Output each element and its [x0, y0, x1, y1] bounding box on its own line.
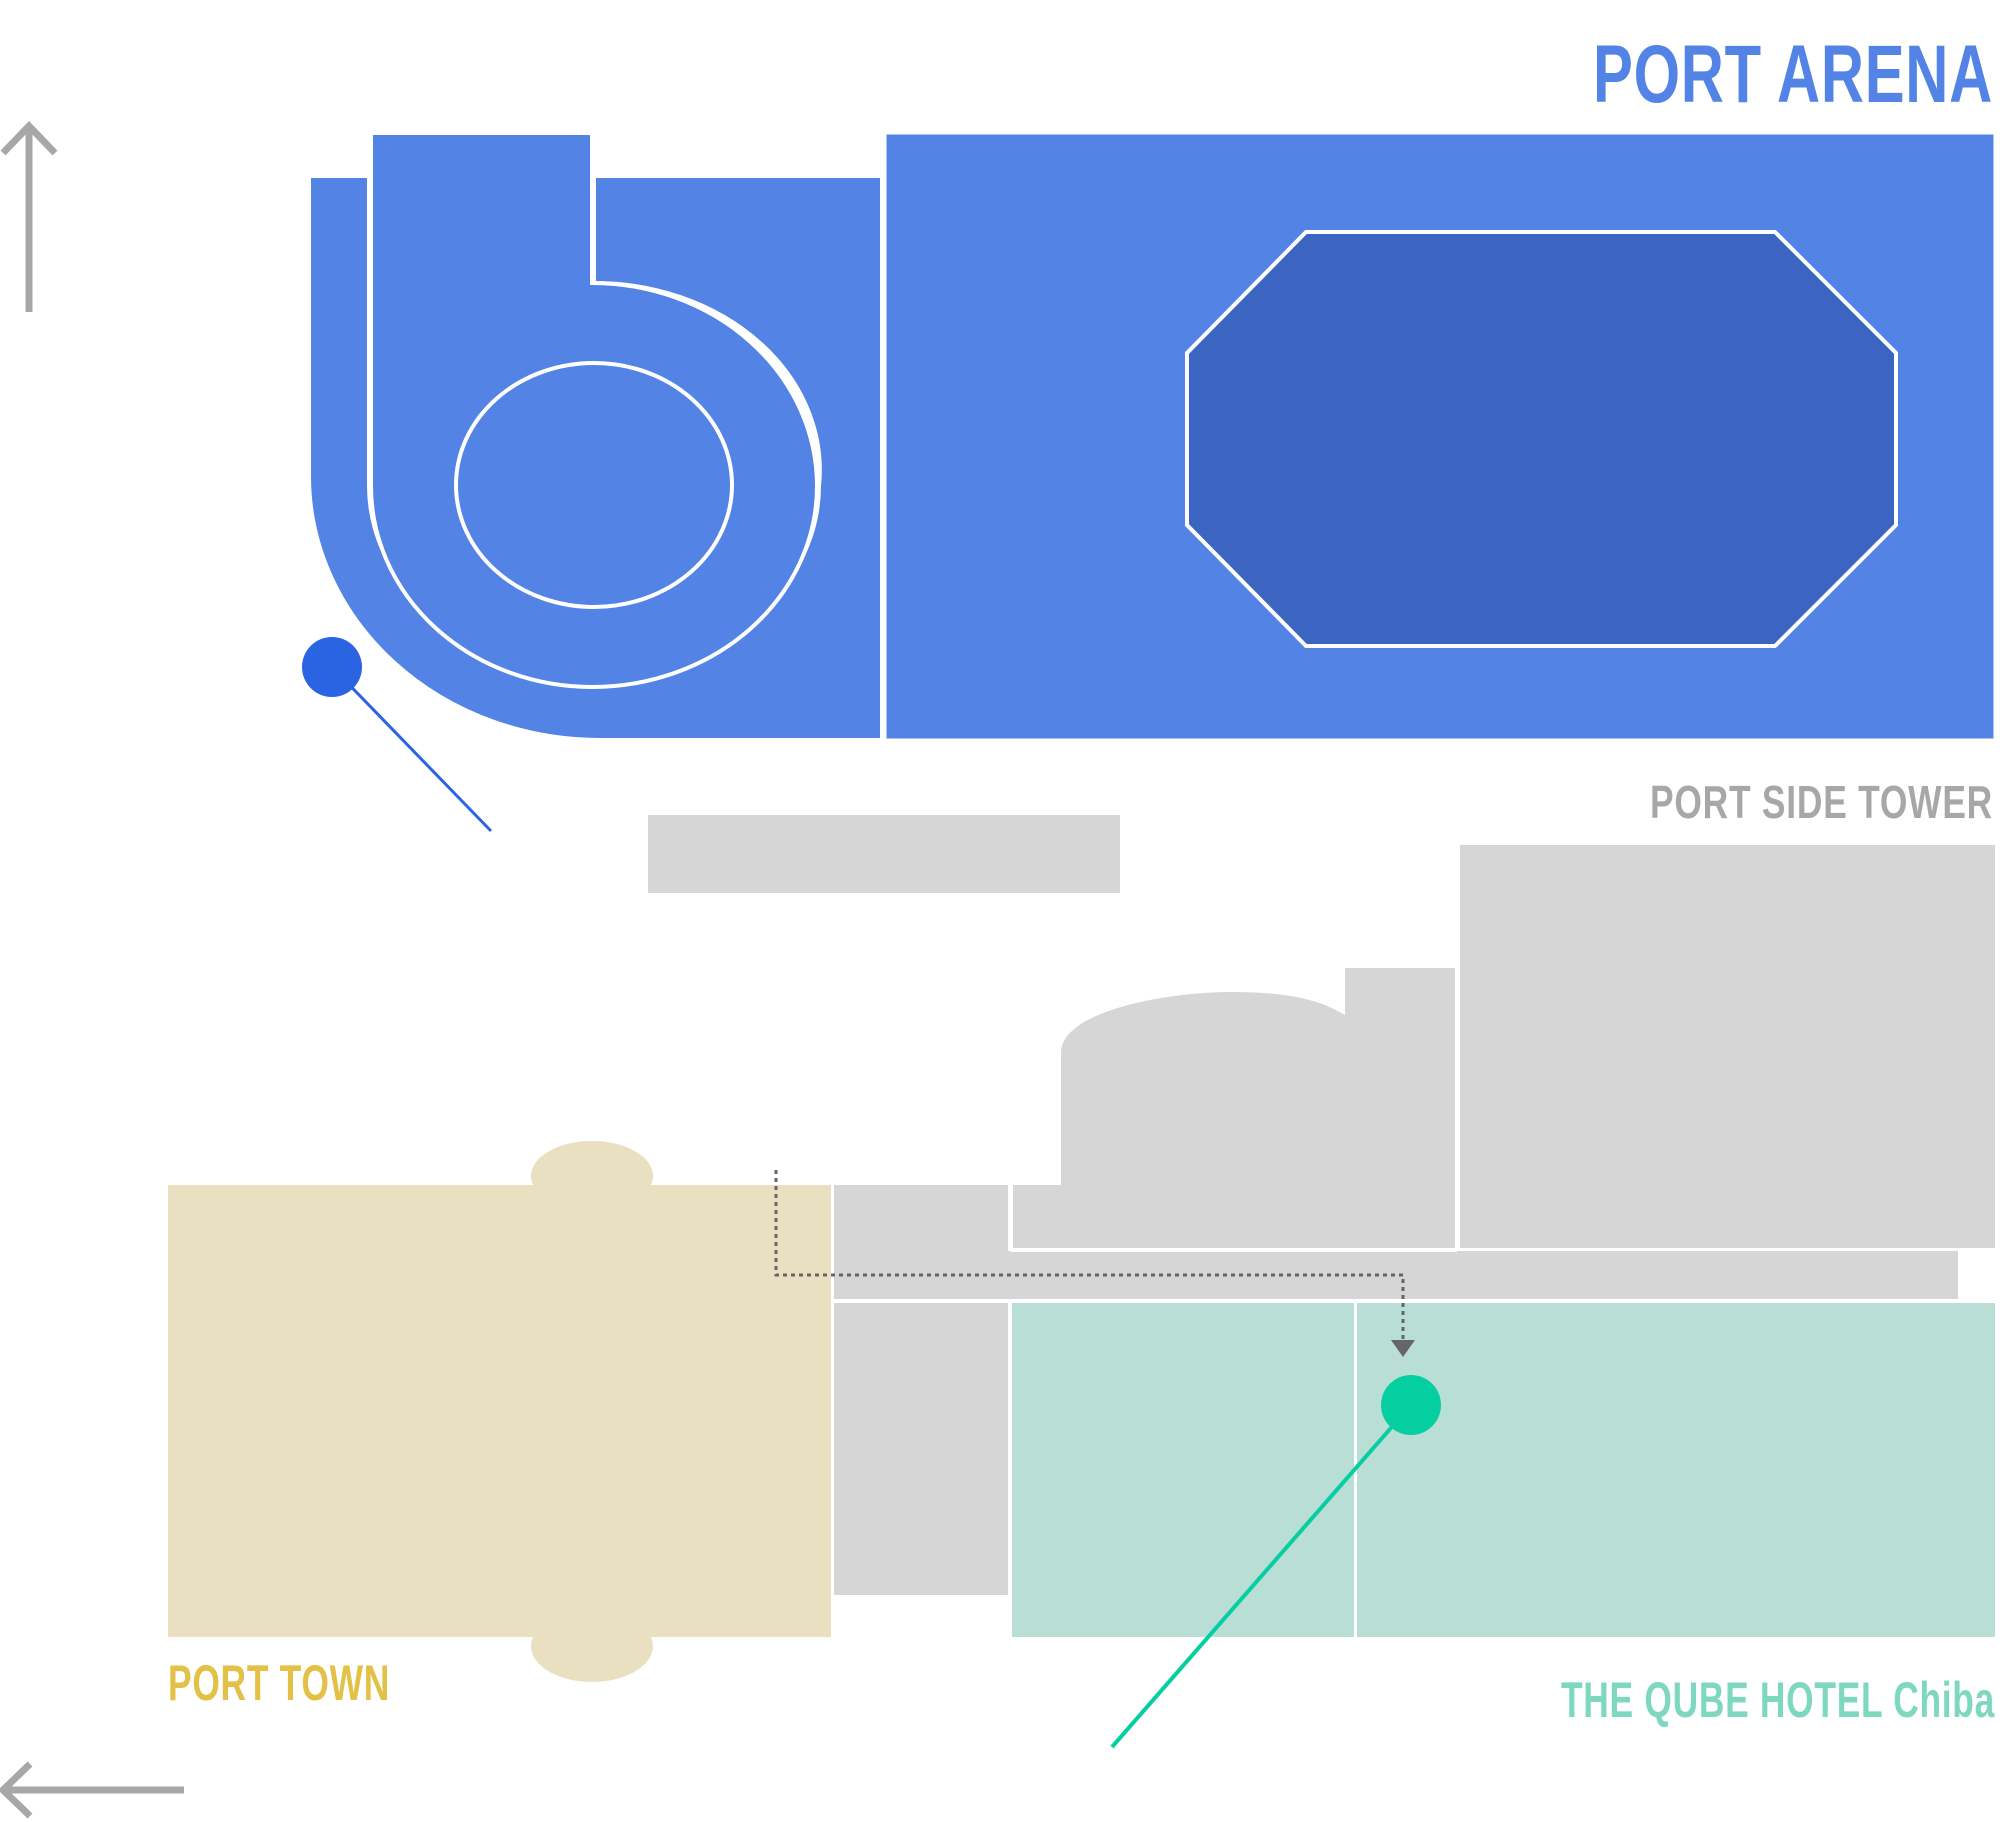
arena-inner-ring — [454, 361, 734, 609]
town-south-bulge — [531, 1610, 653, 1682]
arena-court — [1185, 230, 1898, 648]
town-north-bulge — [531, 1141, 653, 1211]
port-arena-building[interactable] — [307, 131, 1997, 742]
port-town-label: PORT TOWN — [168, 1655, 390, 1711]
west-arrow-icon — [0, 1761, 184, 1819]
port-arena-label: PORT ARENA — [1593, 29, 1993, 120]
hotel-location-pin-icon[interactable] — [1110, 1375, 1441, 1749]
qube-hotel-label: THE QUBE HOTEL Chiba — [1561, 1672, 1995, 1728]
arrowhead-down-icon — [1391, 1340, 1415, 1357]
arena-location-pin-icon[interactable] — [302, 637, 493, 833]
port-town-building[interactable] — [168, 1141, 831, 1682]
port-side-tower-label: PORT SIDE TOWER — [1650, 776, 1993, 828]
town-main-block — [168, 1185, 831, 1637]
tower-annex-bar — [648, 815, 1120, 893]
tower-corridor — [834, 1185, 1958, 1300]
hotel-east-wing — [1357, 1303, 1995, 1637]
tower-link-block — [834, 1303, 1008, 1595]
walking-route — [774, 1170, 1415, 1357]
tower-rotunda-block — [1011, 968, 1455, 1248]
tower-main-block — [1460, 845, 1995, 1248]
port-side-tower-complex[interactable] — [648, 815, 1995, 1595]
north-arrow-icon — [0, 120, 58, 312]
qube-hotel-building[interactable] — [1012, 1303, 1995, 1637]
hotel-west-wing — [1012, 1303, 1354, 1637]
